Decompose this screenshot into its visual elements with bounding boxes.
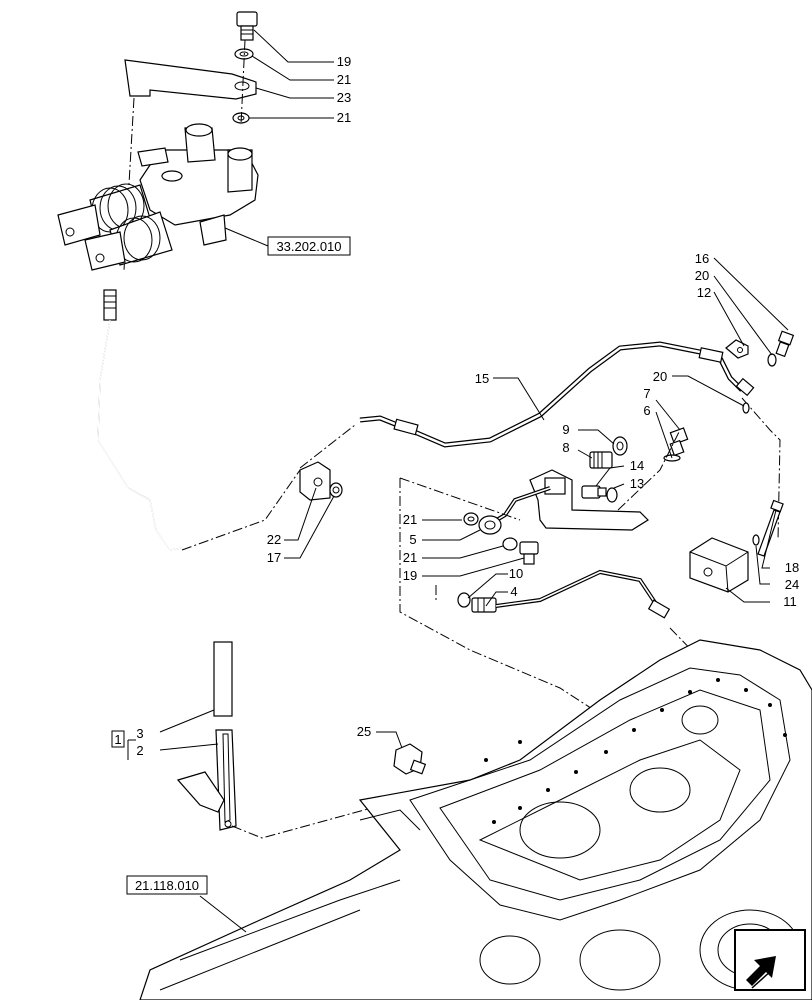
holder-2 — [176, 729, 237, 831]
washer-9 — [612, 436, 628, 456]
callout-11: 11 — [783, 594, 797, 609]
callout-25: 25 — [357, 724, 371, 739]
nut-17 — [329, 482, 343, 498]
washer-13 — [606, 487, 618, 503]
callout-21: 21 — [337, 110, 351, 125]
callout-5: 5 — [409, 532, 416, 547]
bracket-22 — [299, 461, 331, 501]
fitting-14 — [581, 485, 607, 499]
leader-lines — [127, 29, 789, 760]
callout-20: 20 — [653, 369, 667, 384]
callout-9: 9 — [562, 422, 569, 437]
master-cylinder — [57, 123, 259, 271]
lever-23 — [124, 59, 257, 100]
callout-22: 22 — [267, 532, 281, 547]
screw-18 — [757, 499, 784, 557]
callout-6: 6 — [643, 403, 650, 418]
callout-16: 16 — [695, 251, 709, 266]
callout-labels: 19 21 23 21 16 20 12 15 20 7 6 9 8 14 13… — [136, 54, 799, 758]
callout-18: 18 — [785, 560, 799, 575]
hose-15 — [359, 341, 755, 448]
callout-23: 23 — [337, 90, 351, 105]
brake-pipe-left — [97, 289, 183, 551]
callout-4: 4 — [510, 584, 517, 599]
callout-14: 14 — [630, 458, 644, 473]
oring-10 — [457, 592, 471, 608]
washer-24 — [752, 534, 760, 546]
callout-21: 21 — [403, 512, 417, 527]
banjo-5 — [478, 515, 502, 535]
arrow-icon-outline — [751, 969, 773, 989]
bolt-19-top — [236, 11, 258, 41]
callout-13: 13 — [630, 476, 644, 491]
washer-20-lower — [742, 402, 750, 414]
arrow-icon — [746, 956, 776, 986]
callout-20: 20 — [695, 268, 709, 283]
transmission-housing — [139, 639, 812, 1000]
washer-21-d — [502, 537, 518, 551]
decal-3 — [213, 641, 233, 717]
callout-12: 12 — [697, 285, 711, 300]
nav-arrow-button[interactable] — [734, 929, 806, 991]
callout-7: 7 — [643, 386, 650, 401]
ref-33-202-010[interactable]: 33.202.010 — [267, 236, 351, 256]
bracket-pipe — [529, 469, 649, 531]
washer-20-top — [767, 353, 777, 367]
ref-21-118-010-text: 21.118.010 — [135, 878, 199, 893]
bolt-19-banjo — [519, 541, 539, 565]
block-11 — [689, 537, 749, 593]
union-8 — [589, 451, 613, 469]
plug-25 — [393, 743, 427, 775]
callout-3: 3 — [136, 726, 143, 741]
callout-8: 8 — [562, 440, 569, 455]
callout-10: 10 — [509, 566, 523, 581]
callout-15: 15 — [475, 371, 489, 386]
callout-21: 21 — [337, 72, 351, 87]
bolt-16 — [775, 330, 795, 358]
ref-33-202-010-text: 33.202.010 — [276, 239, 341, 254]
washer-21-c — [463, 512, 479, 526]
callout-1: 1 — [114, 732, 121, 747]
callout-2: 2 — [136, 743, 143, 758]
ref-21-118-010[interactable]: 21.118.010 — [126, 875, 208, 895]
callout-19: 19 — [337, 54, 351, 69]
callout-17: 17 — [267, 550, 281, 565]
kit-label: 1 — [111, 730, 125, 748]
callout-19: 19 — [403, 568, 417, 583]
callout-24: 24 — [785, 577, 799, 592]
pipe-4 — [471, 569, 671, 619]
clip-12 — [725, 339, 749, 359]
callout-21: 21 — [403, 550, 417, 565]
